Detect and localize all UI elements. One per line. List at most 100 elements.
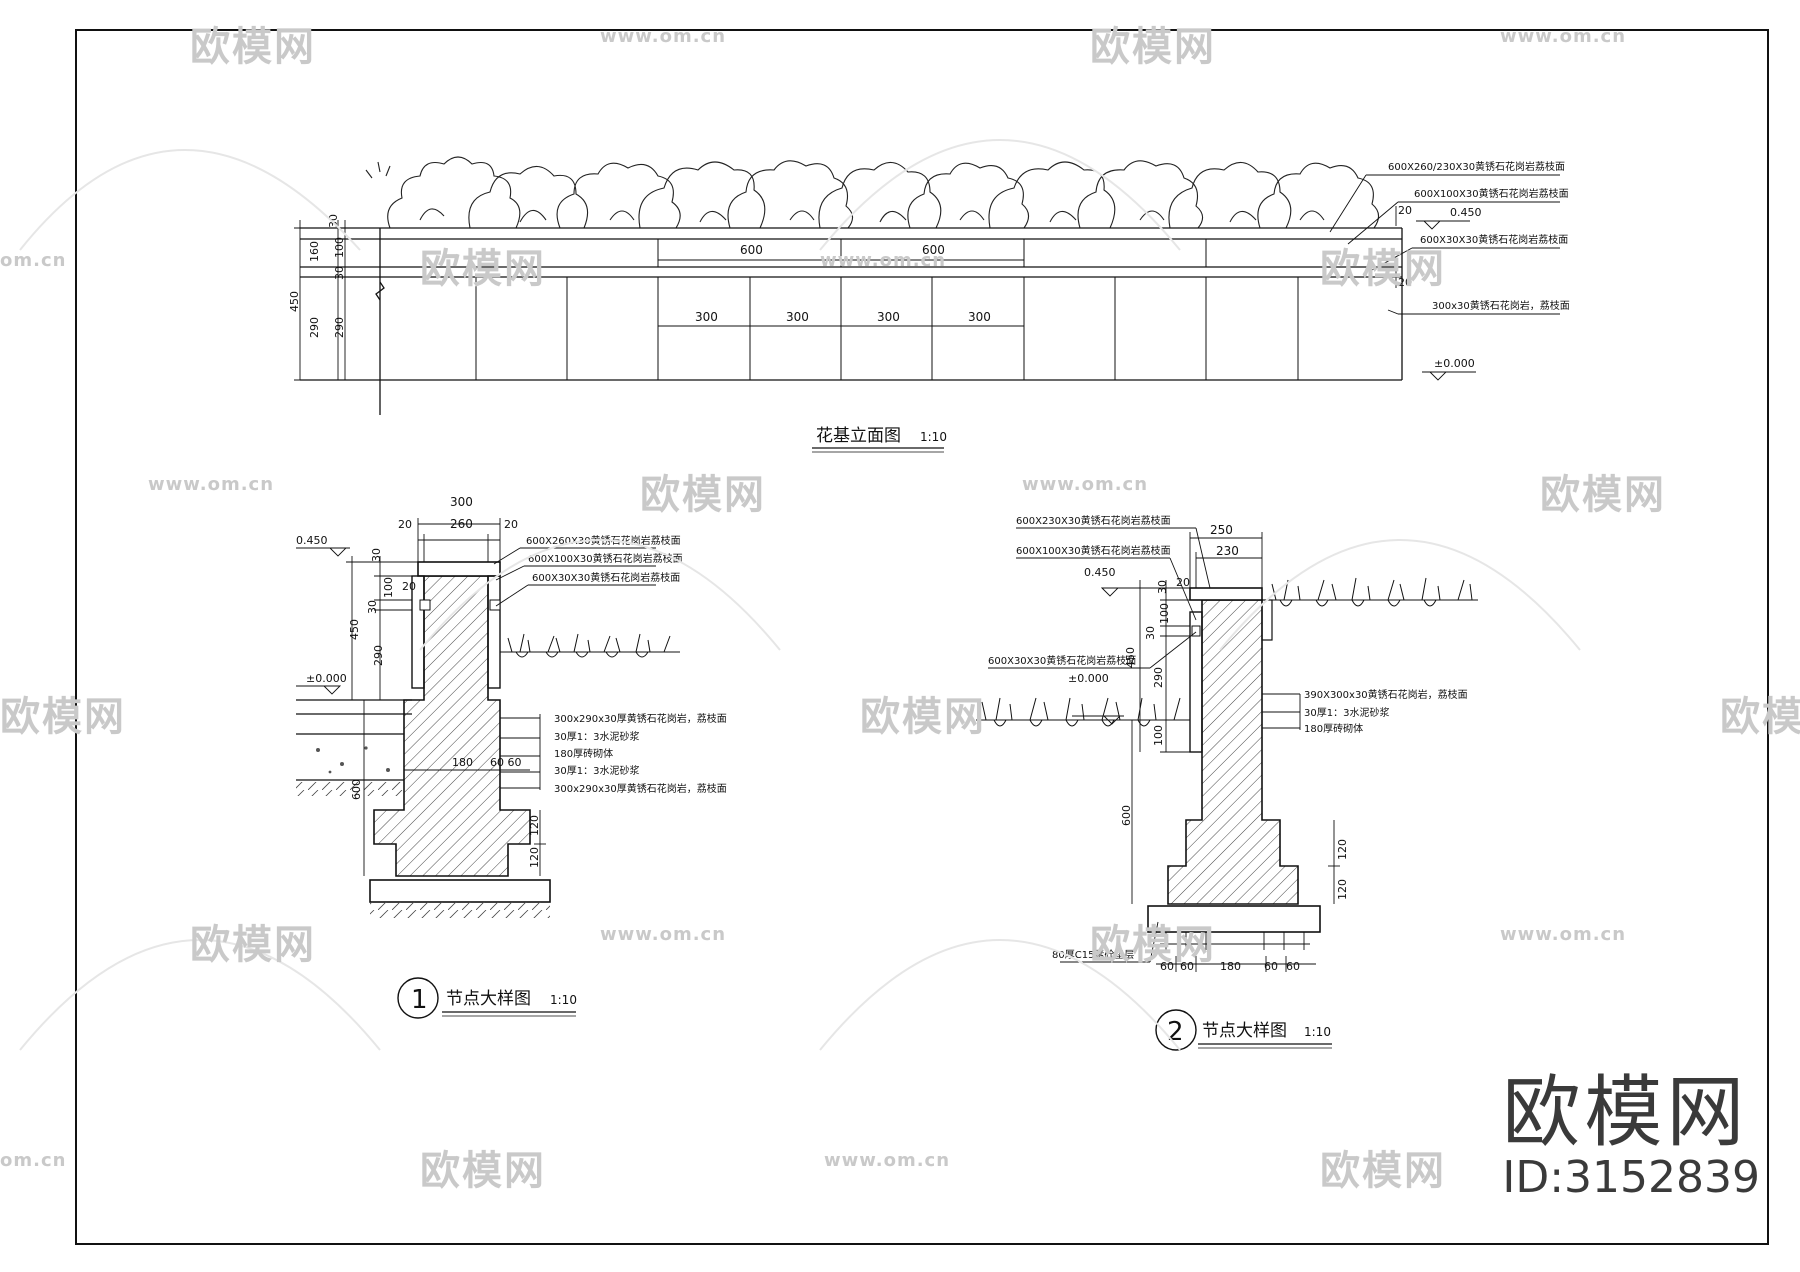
callout-text: 600X230X30黄锈石花岗岩荔枝面 (1016, 514, 1171, 527)
dim-label: 300 (450, 495, 473, 509)
elevation-horizontal-dimensions (658, 259, 1024, 327)
dim-label: 600 (350, 779, 363, 800)
watermark-logo: 欧模网 (640, 472, 766, 518)
base-pad (1147, 905, 1321, 933)
callout-text: 600X100X30黄锈石花岗岩荔枝面 (1414, 187, 1569, 200)
dim-label: 120 (1336, 879, 1349, 900)
dim-label: 180 (1220, 960, 1241, 973)
coping-stone (1189, 587, 1263, 601)
level-label: ±0.000 (306, 672, 347, 685)
dim-label: 180 (452, 756, 473, 769)
callout-text: 300x30黄锈石花岗岩，荔枝面 (1432, 299, 1570, 312)
watermark-logo: 欧模网 (190, 24, 316, 70)
level-label: 0.450 (296, 534, 328, 547)
watermark-url: www.om.cn (1022, 474, 1149, 495)
detail-number: 1 (411, 985, 428, 1015)
elevation-title: 花基立面图 (816, 426, 901, 446)
watermark-logo: 欧模网 (860, 694, 986, 740)
dim-label: 450 (348, 619, 361, 640)
elevation-scale: 1:10 (920, 430, 947, 444)
dim-label: 600 (922, 243, 945, 257)
watermark-url: www.om.cn (824, 1150, 951, 1171)
dim-label: 600 (1120, 805, 1133, 826)
dim-label: 20 (1398, 204, 1412, 217)
level-label: 0.450 (1450, 206, 1482, 219)
dim-label: 60 60 (490, 756, 522, 769)
watermark-url: om.cn (0, 1150, 67, 1171)
callout-text: 180厚砖砌体 (1304, 722, 1363, 735)
detail-scale: 1:10 (1304, 1025, 1331, 1039)
watermark-logo: 欧模网 (420, 1148, 546, 1194)
callout-text: 600X260/230X30黄锈石花岗岩荔枝面 (1388, 160, 1565, 173)
drawing-frame (75, 29, 1769, 1245)
detail-number: 2 (1167, 1017, 1184, 1047)
dim-label: 300 (968, 310, 991, 324)
brand-name: 欧模网 (1502, 1068, 1749, 1158)
dim-label: 450 (288, 291, 301, 312)
detail-title: 节点大样图 (446, 989, 531, 1009)
level-label: ±0.000 (1434, 357, 1475, 370)
detail-title: 节点大样图 (1202, 1021, 1287, 1041)
dim-label: 20 (402, 580, 416, 593)
dim-label: 290 (1152, 667, 1165, 688)
dim-label: 300 (877, 310, 900, 324)
dim-label: 20 (504, 518, 518, 531)
dim-label: 20 (1398, 276, 1412, 289)
dim-label: 60 (1160, 960, 1174, 973)
dim-label: 230 (1216, 544, 1239, 558)
brand-id: ID:3152839 (1502, 1152, 1760, 1203)
callout-text: 600X30X30黄锈石花岗岩荔枝面 (1420, 233, 1568, 246)
stone-joints (475, 239, 1299, 380)
dim-label: 250 (1210, 523, 1233, 537)
dim-label: 100 (333, 237, 346, 258)
watermark-url: www.om.cn (148, 474, 275, 495)
callout-text: 30厚1：3水泥砂浆 (554, 764, 639, 777)
dim-label: 20 (398, 518, 412, 531)
elevation-view: 30 160 100 30 450 290 290 600 600 300 30… (288, 156, 1570, 453)
dim-label: 30 (333, 266, 346, 280)
dim-label: 300 (695, 310, 718, 324)
dim-label: 60 (1286, 960, 1300, 973)
detail-2-section: 250 230 20 30 100 30 450 290 100 600 120… (976, 514, 1478, 1051)
watermark-url: www.om.cn (820, 250, 947, 271)
dim-label: 120 (1336, 839, 1349, 860)
dim-label: 30 (370, 548, 383, 562)
watermark-url: www.om.cn (1500, 26, 1627, 47)
callout-text: 30厚1：3水泥砂浆 (554, 730, 639, 743)
callout-text: 180厚砖砌体 (554, 747, 613, 760)
dim-label: 120 (528, 847, 541, 868)
callout-text: 390X300x30黄锈石花岗岩，荔枝面 (1304, 688, 1468, 701)
dim-label: 290 (333, 317, 346, 338)
watermark-url: www.om.cn (600, 924, 727, 945)
callout-text: 600X30X30黄锈石花岗岩荔枝面 (988, 654, 1136, 667)
level-label: ±0.000 (1068, 672, 1109, 685)
watermark-logo: 欧模网 (1090, 922, 1216, 968)
dim-label: 300 (786, 310, 809, 324)
watermark-arcs (19, 139, 1581, 1051)
dim-label: 290 (372, 645, 385, 666)
elevation-callout-leaders (1329, 174, 1560, 381)
watermark-logo: 欧模网 (1540, 472, 1666, 518)
callout-text: 600X100X30黄锈石花岗岩荔枝面 (528, 552, 683, 565)
dim-label: 450 (1124, 647, 1137, 668)
dim-label: 60 (1180, 960, 1194, 973)
watermark-url: www.om.cn (1500, 924, 1627, 945)
watermark-logo: 欧模网 (0, 694, 126, 740)
level-label: 0.450 (1084, 566, 1116, 579)
detail-number-circle (1155, 1009, 1197, 1051)
flower-bed-body (300, 227, 1403, 415)
dim-label: 260 (450, 517, 473, 531)
dim-label: 100 (1158, 603, 1171, 624)
dim-label: 30 (1144, 626, 1157, 640)
shrub-foliage (365, 156, 1380, 229)
callout-text: 30厚1：3水泥砂浆 (1304, 706, 1389, 719)
callout-text: 600X30X30黄锈石花岗岩荔枝面 (532, 571, 680, 584)
watermark-logo: 欧模网 (1320, 1148, 1446, 1194)
dim-label: 100 (382, 577, 395, 598)
detail-number-circle (397, 977, 439, 1019)
dim-label: 120 (528, 815, 541, 836)
base-pad (369, 879, 551, 903)
callout-text: 300x290x30厚黄锈石花岗岩，荔枝面 (554, 782, 727, 795)
watermark-logo: 欧模网 (190, 922, 316, 968)
